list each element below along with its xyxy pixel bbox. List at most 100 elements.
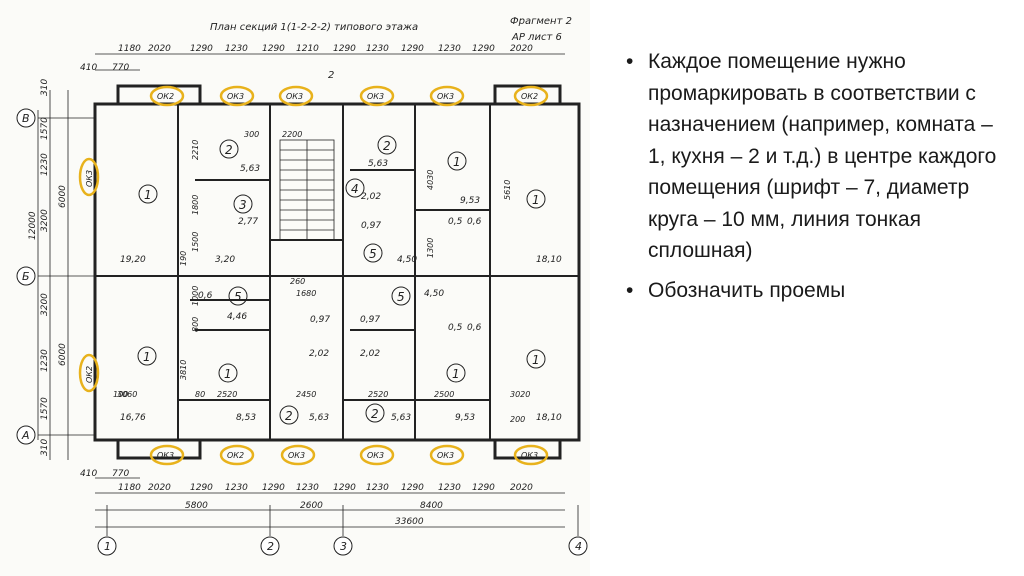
axis-col-label: 3 [340, 540, 347, 553]
window-label: ОК3 [521, 451, 538, 460]
room-marker-label: 1 [453, 155, 461, 169]
room-area-value: 8,53 [236, 413, 256, 423]
instruction-list: •Каждое помещение нужно промаркировать в… [626, 46, 1006, 314]
room-marker-circle [391, 286, 411, 306]
room-marker-circle [377, 135, 397, 155]
room-area-value: 5,63 [240, 164, 260, 174]
dim-770-top: 770 [112, 63, 129, 73]
window-highlight [149, 85, 185, 107]
dim-bottom-value: 1230 [296, 483, 319, 493]
dim-left-value: 6000 [58, 343, 68, 366]
room-area-value: 0,6 [467, 323, 482, 333]
axis-col-label: 4 [575, 540, 582, 553]
window-highlight [513, 85, 549, 107]
inner-dimension-value: 3020 [510, 390, 530, 399]
room-marker-circle [137, 346, 157, 366]
room-marker-circle [233, 194, 253, 214]
room-marker-circle [218, 363, 238, 383]
dim-bottom-value: 1290 [262, 483, 285, 493]
bullet-dot-icon: • [626, 50, 634, 73]
room-area-value: 0,5 [448, 323, 463, 333]
room-marker-label: 1 [144, 188, 152, 202]
room-area-value: 0,97 [310, 315, 330, 325]
inner-walls [95, 104, 579, 440]
room-area-value: 0,5 [448, 217, 463, 227]
inner-dimension-value: 1800 [191, 195, 200, 215]
room-area-value: 2,77 [238, 217, 258, 227]
room-marker-label: 4 [351, 182, 359, 196]
instruction-item-openings: •Обозначить проемы [626, 275, 1006, 307]
room-area-value: 0,97 [361, 221, 381, 231]
window-highlight [280, 444, 316, 466]
room-marker-label: 1 [532, 193, 540, 207]
instruction-item-marking: •Каждое помещение нужно промаркировать в… [626, 46, 1006, 267]
inner-dimension-value: 5610 [503, 180, 512, 200]
window-highlight [149, 444, 185, 466]
room-area-value: 0,6 [467, 217, 482, 227]
dim-total-8400: 8400 [420, 501, 443, 511]
dim-total-33600: 33600 [395, 517, 424, 527]
window-label: ОК3 [437, 92, 454, 101]
inner-dimension-value: 260 [290, 277, 305, 286]
axis-row-label: В [22, 112, 30, 125]
room-area-value: 19,20 [120, 255, 146, 265]
dim-top-value: 1180 [118, 44, 141, 54]
inner-dimension-value: 1300 [426, 238, 435, 258]
axis-col-circle [333, 536, 353, 556]
window-highlight [278, 85, 314, 107]
axis-lines [38, 117, 579, 536]
dim-top-value: 1290 [401, 44, 424, 54]
room-area-value: 18,10 [536, 255, 562, 265]
window-highlight [429, 85, 465, 107]
sheet-label: АР лист 6 [511, 32, 562, 43]
fragment-label: Фрагмент 2 [510, 16, 572, 27]
axis-col-circle [260, 536, 280, 556]
room-marker-circle [138, 184, 158, 204]
room-marker-label: 2 [285, 409, 293, 423]
room-marker-circle [365, 403, 385, 423]
window-label: ОК3 [286, 92, 303, 101]
inner-dimension-value: 2520 [368, 390, 388, 399]
dim-top-value: 1290 [472, 44, 495, 54]
room-area-value: 5,63 [309, 413, 329, 423]
room-area-value: 9,53 [455, 413, 475, 423]
dim-left-value: 1230 [40, 349, 50, 372]
window-label: ОК2 [227, 451, 244, 460]
window-highlight [219, 444, 255, 466]
plan-background [0, 0, 590, 576]
dim-bottom-value: 1230 [225, 483, 248, 493]
room-marker-label: 5 [234, 290, 242, 304]
inner-dimension-value: 2520 [217, 390, 237, 399]
room-marker-label: 2 [371, 407, 379, 421]
inner-dimension-value: 4030 [426, 170, 435, 190]
room-marker-label: 5 [369, 247, 377, 261]
room-marker-label: 5 [397, 290, 405, 304]
dim-410-bottom: 410 [80, 469, 97, 479]
dim-top-value: 1230 [225, 44, 248, 54]
dim-top-value: 1290 [262, 44, 285, 54]
inner-dimension-value: 190 [179, 251, 188, 266]
bullet-dot-icon: • [626, 278, 634, 302]
room-marker-circle [345, 178, 365, 198]
dim-bottom-value: 1290 [190, 483, 213, 493]
window-label: ОК3 [367, 451, 384, 460]
left-dimensions: 3101570123032006000120003200600012301570… [28, 79, 68, 456]
inner-dimension-value: 300 [244, 130, 259, 139]
dim-left-value: 310 [40, 439, 50, 456]
dimension-lines-bottom [95, 477, 565, 528]
inner-dimension-value: 1000 [191, 286, 200, 306]
inner-dimension-value: 2450 [296, 390, 316, 399]
dim-total-2600: 2600 [300, 501, 323, 511]
room-area-value: 0,6 [198, 291, 213, 301]
axis-col-circle [97, 536, 117, 556]
window-label: ОК3 [157, 451, 174, 460]
dimension-lines-top [95, 53, 565, 71]
axis-row-circle [16, 266, 36, 286]
room-marker-label: 2 [225, 143, 233, 157]
dim-bottom-value: 2020 [510, 483, 533, 493]
dim-left-value: 6000 [58, 185, 68, 208]
window-label: ОК3 [288, 451, 305, 460]
